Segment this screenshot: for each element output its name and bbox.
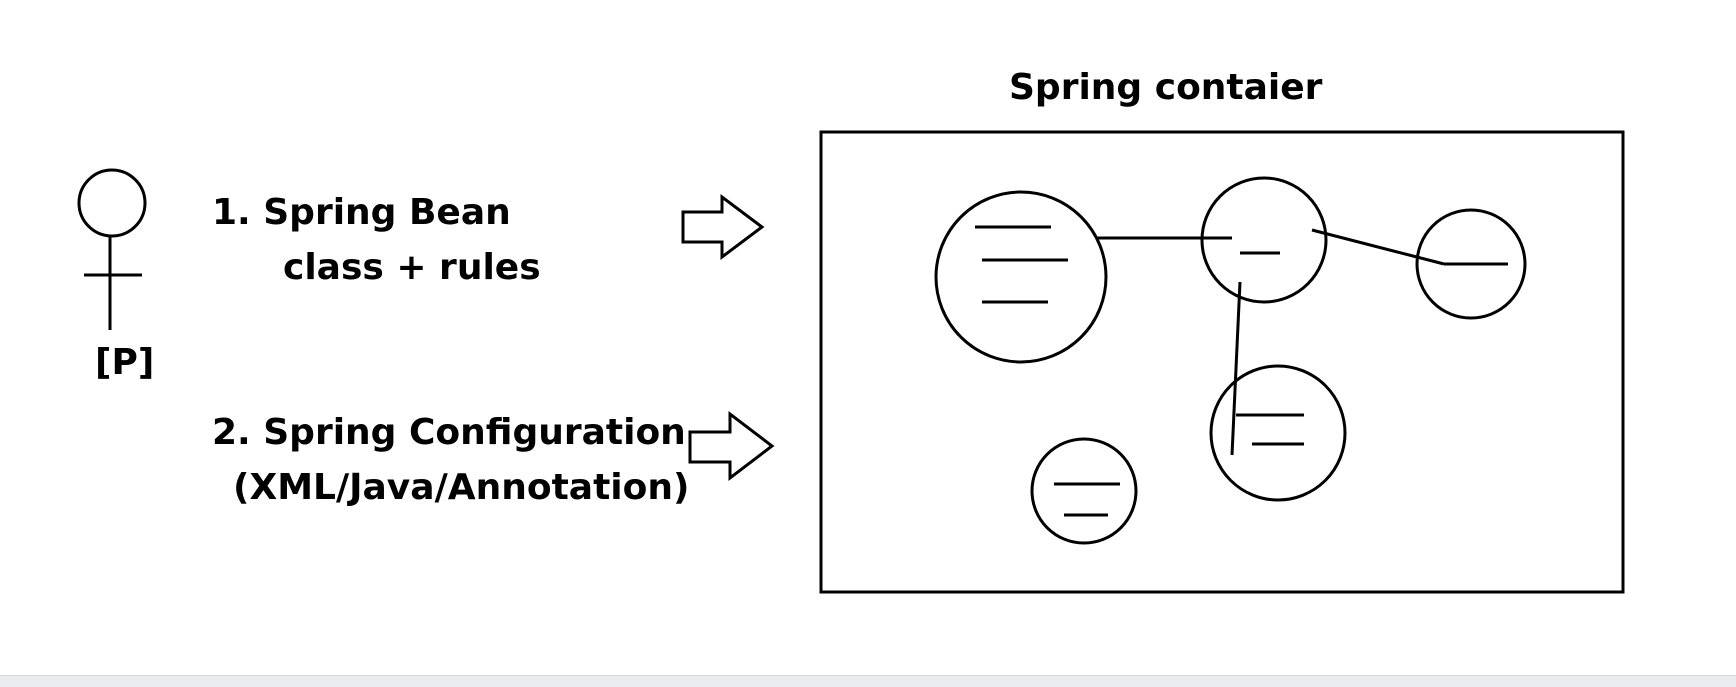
bean-node <box>1030 437 1138 545</box>
person-icon <box>77 168 147 330</box>
arrow-right-icon <box>688 410 775 482</box>
actor-label: [P] <box>95 342 155 383</box>
bean-connection <box>1311 228 1445 266</box>
container-title: Spring contaier <box>1009 67 1323 108</box>
step-1-label: 1. Spring Bean <box>212 192 511 233</box>
step-2-label: 2. Spring Configuration <box>212 412 686 453</box>
bean-node <box>934 190 1108 364</box>
arrow-right-icon <box>681 194 765 260</box>
step-2-detail: (XML/Java/Annotation) <box>233 467 690 508</box>
step-1-detail: class + rules <box>283 247 541 288</box>
bean-node <box>1415 208 1527 320</box>
bean-node <box>1209 364 1347 502</box>
bottom-edge <box>0 675 1736 687</box>
bean-connection <box>1230 281 1242 456</box>
spring-container-box <box>819 130 1625 594</box>
bean-node <box>1200 176 1328 304</box>
